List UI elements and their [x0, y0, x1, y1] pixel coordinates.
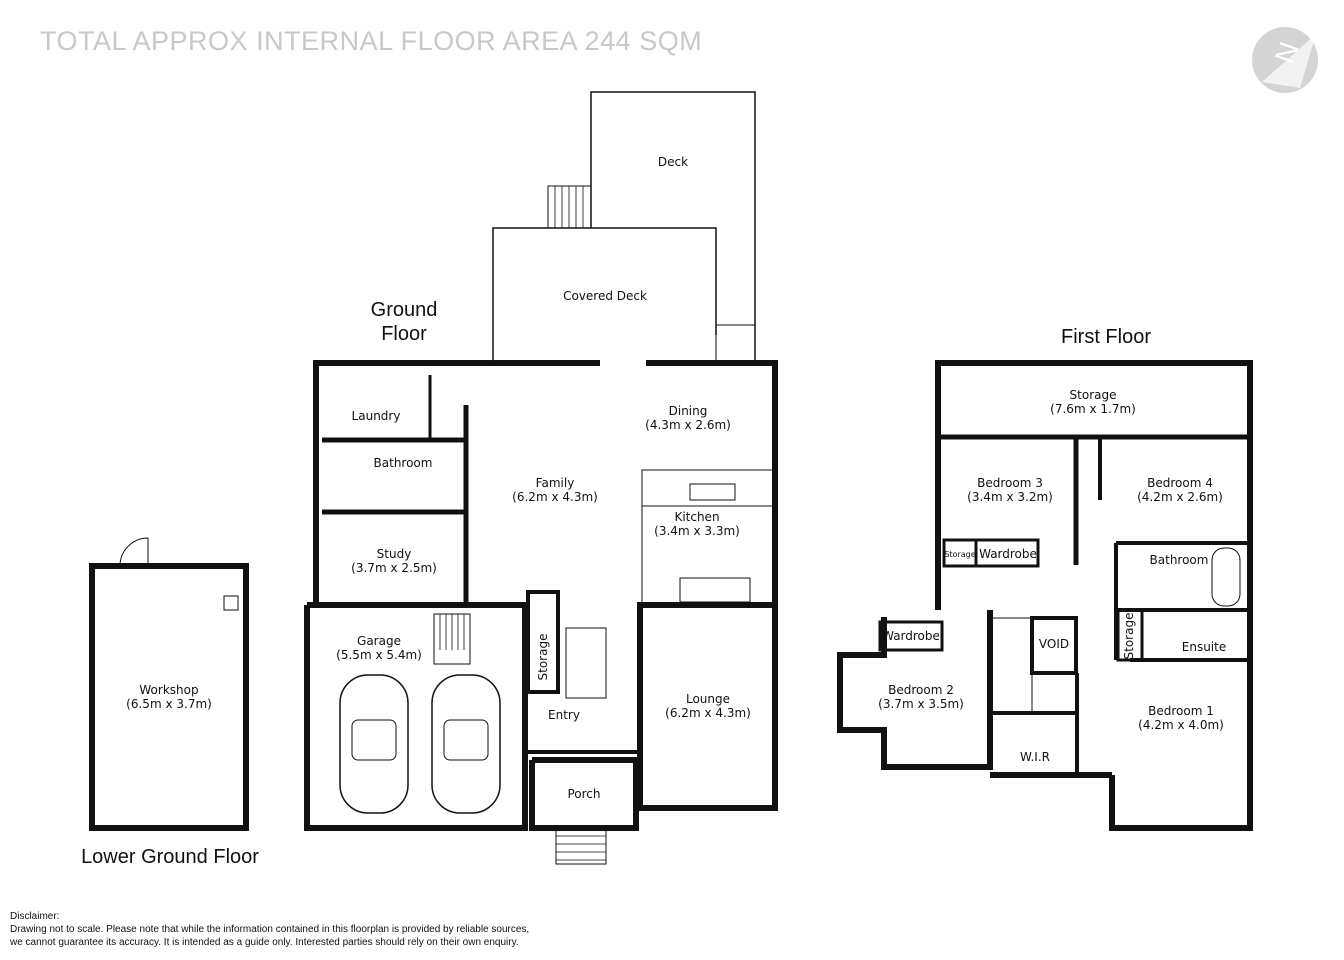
room-ensuite: Ensuite [1181, 640, 1227, 654]
floor-label-line: Floor [381, 323, 427, 345]
room-bedroom-1: Bedroom 1(4.2m x 4.0m) [1138, 704, 1224, 732]
room-size: (3.7m x 2.5m) [351, 561, 437, 575]
room-storage-first: Storage(7.6m x 1.7m) [1050, 388, 1136, 416]
north-arrow-icon: N [1252, 27, 1318, 93]
room-bedroom-2: Bedroom 2(3.7m x 3.5m) [878, 683, 964, 711]
room-name: Family [535, 476, 575, 490]
room-size: (5.5m x 5.4m) [336, 648, 422, 662]
room-name: Workshop [139, 683, 199, 697]
room-family: Family(6.2m x 4.3m) [512, 476, 598, 504]
disclaimer-text: we cannot guarantee its accuracy. It is … [10, 937, 519, 948]
room-name: Storage [1069, 388, 1117, 402]
room-name: Garage [357, 634, 401, 648]
room-name: Bedroom 3 [977, 476, 1043, 490]
disclaimer-text: Drawing not to scale. Please note that w… [10, 924, 530, 935]
room-storage: Storage [536, 633, 550, 681]
room-porch: Porch [567, 787, 601, 801]
room-entry: Entry [548, 708, 580, 722]
room-name: Bedroom 2 [888, 683, 954, 697]
room-size: (6.2m x 4.3m) [512, 490, 598, 504]
car-icon [431, 674, 501, 814]
room-bathroom-first: Bathroom [1149, 553, 1209, 567]
room-size: (3.4m x 3.3m) [654, 524, 740, 538]
room-name: Study [376, 547, 412, 561]
floor-area-title: TOTAL APPROX INTERNAL FLOOR AREA 244 SQM [40, 26, 703, 56]
interior-lines [119, 91, 1253, 865]
floor-label-line: Ground [370, 299, 438, 321]
room-bathroom: Bathroom [373, 456, 433, 470]
room-name: Bedroom 1 [1148, 704, 1214, 718]
room-name: Lounge [685, 692, 731, 706]
car-icon [339, 674, 409, 814]
floor-label-lower-ground: Lower Ground Floor [81, 846, 259, 868]
room-storage-small: Storage [944, 550, 976, 559]
room-size: (6.5m x 3.7m) [126, 697, 212, 711]
room-covered-deck: Covered Deck [563, 289, 647, 303]
room-size: (7.6m x 1.7m) [1050, 402, 1136, 416]
room-size: (4.2m x 4.0m) [1138, 718, 1224, 732]
floor-label-first: First Floor [1061, 326, 1151, 348]
room-wardrobe-3: Wardrobe [979, 547, 1037, 561]
room-size: (3.7m x 3.5m) [878, 697, 964, 711]
room-bedroom-3: Bedroom 3(3.4m x 3.2m) [967, 476, 1053, 504]
room-name: Dining [668, 404, 708, 418]
room-size: (4.3m x 2.6m) [645, 418, 731, 432]
room-name: Kitchen [674, 510, 720, 524]
room-size: (6.2m x 4.3m) [665, 706, 751, 720]
room-bedroom-4: Bedroom 4(4.2m x 2.6m) [1137, 476, 1223, 504]
room-lounge: Lounge(6.2m x 4.3m) [665, 692, 751, 720]
room-study: Study(3.7m x 2.5m) [351, 547, 437, 575]
disclaimer-heading: Disclaimer: [10, 911, 60, 922]
room-size: (3.4m x 3.2m) [967, 490, 1053, 504]
room-laundry: Laundry [351, 409, 401, 423]
room-size: (4.2m x 2.6m) [1137, 490, 1223, 504]
room-deck: Deck [657, 155, 689, 169]
room-name: Bedroom 4 [1147, 476, 1213, 490]
room-workshop: Workshop(6.5m x 3.7m) [126, 683, 212, 711]
room-dining: Dining(4.3m x 2.6m) [645, 404, 731, 432]
disclaimer: Disclaimer: Drawing not to scale. Please… [10, 910, 529, 949]
room-wardrobe-2: Wardrobe [882, 629, 940, 643]
room-garage: Garage(5.5m x 5.4m) [336, 634, 422, 662]
room-storage-landing: Storage [1122, 612, 1136, 660]
walls [89, 360, 778, 831]
void-area: VOID [1038, 637, 1070, 651]
room-kitchen: Kitchen(3.4m x 3.3m) [654, 510, 740, 538]
room-wir: W.I.R [1020, 750, 1050, 764]
